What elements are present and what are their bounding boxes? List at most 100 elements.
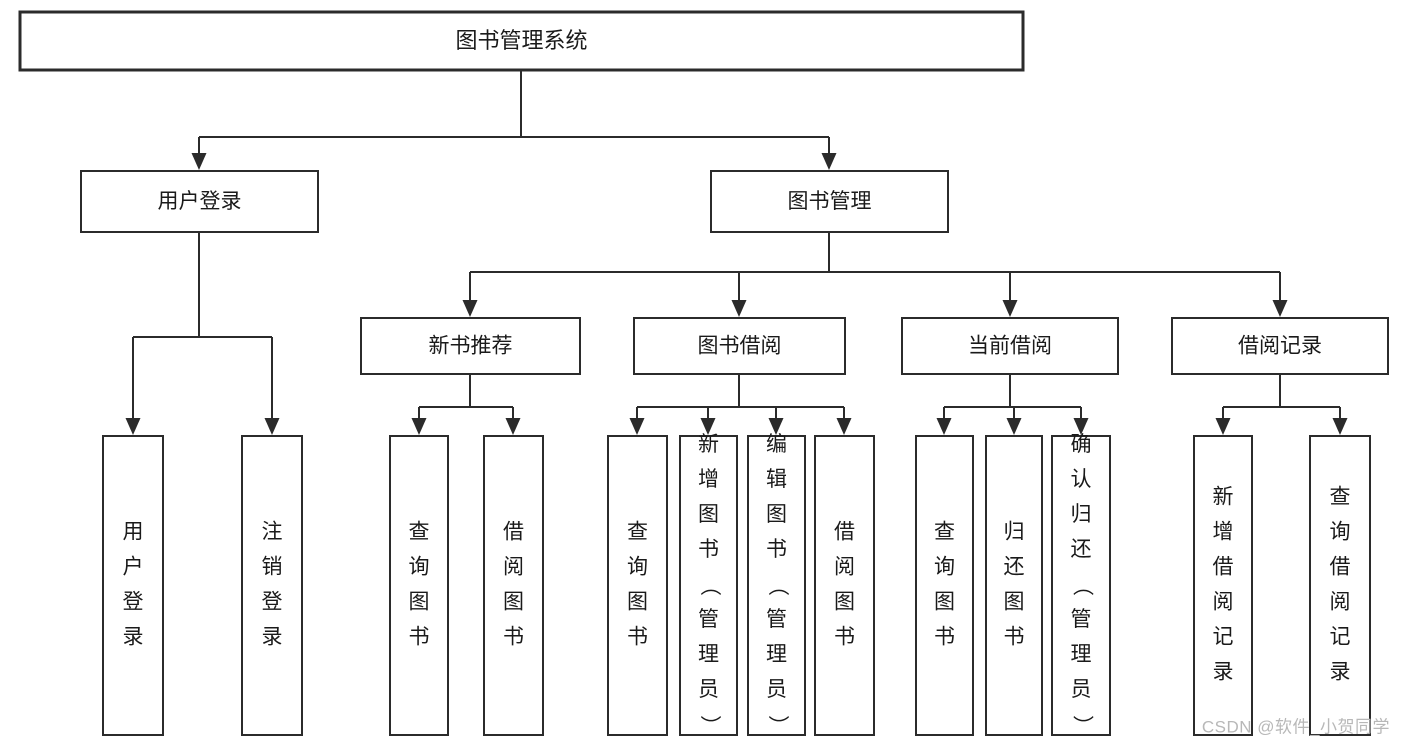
node-new-book-recommend[interactable]: 新书推荐 xyxy=(359,316,582,376)
node-box-borrow-record[interactable] xyxy=(1170,316,1390,376)
node-box-leaf-borrow-book-1[interactable] xyxy=(482,434,545,737)
node-label-char: 新 xyxy=(698,433,719,456)
node-label-char: 图 xyxy=(834,591,855,614)
node-label-char: 理 xyxy=(1071,643,1092,666)
node-label-char: 理 xyxy=(766,643,787,666)
node-box-leaf-return-book[interactable] xyxy=(984,434,1044,737)
node-book-manage[interactable]: 图书管理 xyxy=(709,169,950,234)
node-box-leaf-borrow-book-2[interactable] xyxy=(813,434,876,737)
node-label-char: 图 xyxy=(503,591,524,614)
node-leaf-user-login[interactable]: 用户登录 xyxy=(101,434,165,737)
arrow-head-icon xyxy=(462,300,478,317)
arrow-head-icon xyxy=(1073,418,1089,435)
node-label-char: 借 xyxy=(834,521,855,544)
node-label-char: （ xyxy=(766,575,789,596)
node-label-char: 注 xyxy=(262,521,283,544)
node-label-char: 记 xyxy=(1213,626,1234,649)
arrow-head-icon xyxy=(1272,300,1288,317)
node-root[interactable]: 图书管理系统 xyxy=(18,10,1025,72)
node-book-borrow[interactable]: 图书借阅 xyxy=(632,316,847,376)
node-label-char: 辑 xyxy=(766,468,787,491)
node-label-char: （ xyxy=(698,575,721,596)
node-label-char: 员 xyxy=(766,678,787,701)
node-label-char: 用 xyxy=(123,521,144,544)
node-label-char: 查 xyxy=(1330,486,1351,509)
node-label-char: 阅 xyxy=(1330,591,1351,614)
node-user-login[interactable]: 用户登录 xyxy=(79,169,320,234)
node-box-user-login[interactable] xyxy=(79,169,320,234)
node-box-book-manage[interactable] xyxy=(709,169,950,234)
arrow-head-icon xyxy=(936,418,952,435)
node-label-char: 销 xyxy=(262,556,283,579)
node-box-leaf-query-book-3[interactable] xyxy=(914,434,975,737)
node-label-char: 录 xyxy=(1330,661,1351,684)
node-box-new-book-recommend[interactable] xyxy=(359,316,582,376)
arrow-head-icon xyxy=(191,153,207,170)
node-label-char: 图 xyxy=(1004,591,1025,614)
node-label-char: 图 xyxy=(409,591,430,614)
node-label-char: 阅 xyxy=(503,556,524,579)
node-box-leaf-confirm-return-admin[interactable] xyxy=(1050,434,1112,737)
node-label-char: 查 xyxy=(409,521,430,544)
node-label-char: 书 xyxy=(409,626,430,649)
node-label-book-borrow: 图书借阅 xyxy=(698,335,782,358)
node-label-char: 书 xyxy=(934,626,955,649)
node-label-char: 书 xyxy=(503,626,524,649)
node-label-char: 书 xyxy=(834,626,855,649)
node-box-book-borrow[interactable] xyxy=(632,316,847,376)
node-label-char: 户 xyxy=(123,556,144,579)
node-box-leaf-query-book-2[interactable] xyxy=(606,434,669,737)
node-label-char: 询 xyxy=(409,556,430,579)
conn-current-borrow-to-leaves xyxy=(936,374,1089,435)
node-current-borrow[interactable]: 当前借阅 xyxy=(900,316,1120,376)
node-box-leaf-add-borrow-record[interactable] xyxy=(1192,434,1254,737)
arrow-head-icon xyxy=(1332,418,1348,435)
node-label-char: 录 xyxy=(123,626,144,649)
node-label-char: 管 xyxy=(698,608,719,631)
arrow-head-icon xyxy=(411,418,427,435)
node-box-leaf-user-login[interactable] xyxy=(101,434,165,737)
conn-user-login-to-leaves xyxy=(125,232,280,435)
node-label-borrow-record: 借阅记录 xyxy=(1238,335,1322,358)
node-label-char: 书 xyxy=(766,538,787,561)
node-box-leaf-add-book-admin[interactable] xyxy=(678,434,739,737)
node-label-char: 阅 xyxy=(834,556,855,579)
node-label-char: 归 xyxy=(1071,503,1092,526)
arrow-head-icon xyxy=(1006,418,1022,435)
node-label-char: 记 xyxy=(1330,626,1351,649)
node-box-leaf-query-borrow-record[interactable] xyxy=(1308,434,1372,737)
node-label-char: 登 xyxy=(262,591,283,614)
arrow-head-icon xyxy=(125,418,141,435)
node-label-char: ） xyxy=(698,715,721,736)
arrow-head-icon xyxy=(505,418,521,435)
node-box-root[interactable] xyxy=(18,10,1025,72)
node-label-char: 归 xyxy=(1004,521,1025,544)
node-label-char: 询 xyxy=(1330,521,1351,544)
node-label-char: 阅 xyxy=(1213,591,1234,614)
node-box-leaf-edit-book-admin[interactable] xyxy=(746,434,807,737)
node-box-leaf-query-book-1[interactable] xyxy=(388,434,450,737)
node-label-char: 新 xyxy=(1213,486,1234,509)
conn-root-to-level2 xyxy=(191,70,837,170)
node-label-char: 还 xyxy=(1004,556,1025,579)
node-label-char: 图 xyxy=(627,591,648,614)
node-label-char: 借 xyxy=(1330,556,1351,579)
node-box-leaf-logout-login[interactable] xyxy=(240,434,304,737)
node-borrow-record[interactable]: 借阅记录 xyxy=(1170,316,1390,376)
node-label-char: 登 xyxy=(123,591,144,614)
node-box-current-borrow[interactable] xyxy=(900,316,1120,376)
